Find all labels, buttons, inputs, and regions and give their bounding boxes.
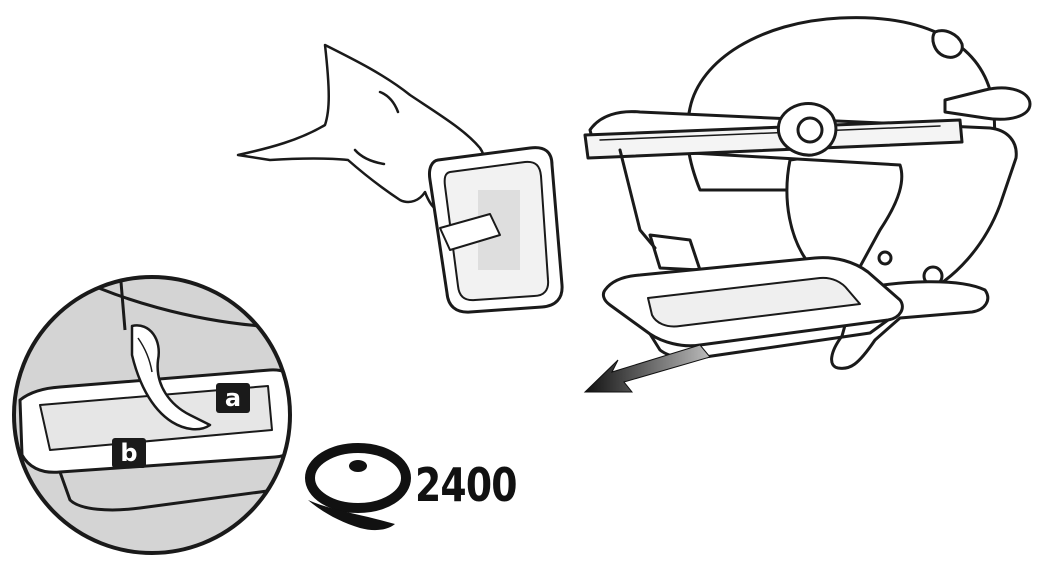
callout-label-a: a [216,383,250,413]
callout-label-b: b [112,438,146,468]
magnified-detail-icon [12,275,292,555]
catch-pan-icon [601,256,904,360]
hand-icon [236,43,486,212]
model-number: 2400 [415,458,518,512]
q-logo [305,443,411,531]
pull-arrow-icon [583,344,711,393]
foil-drip-pan-icon [428,146,564,314]
grill-icon [583,16,1032,370]
